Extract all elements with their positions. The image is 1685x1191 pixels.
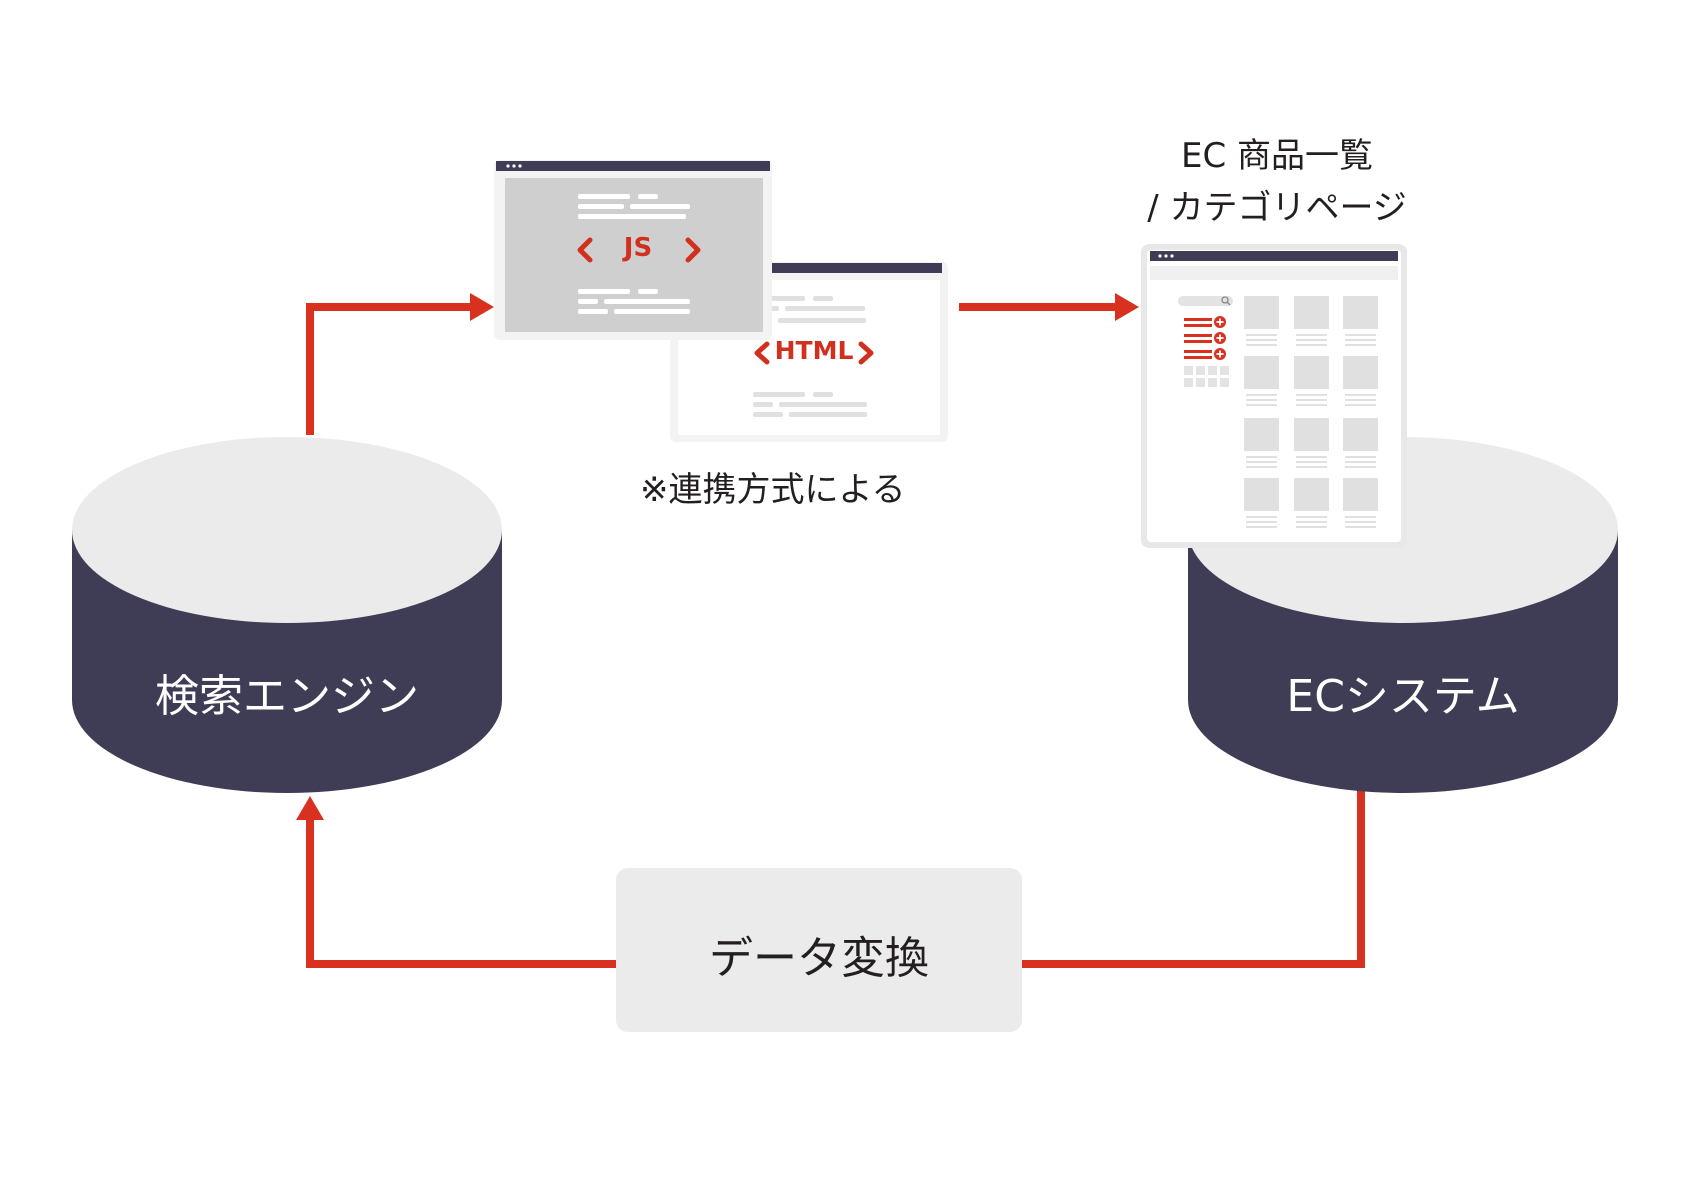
- product-text-line: [1296, 344, 1327, 346]
- product-text-line: [1246, 466, 1277, 468]
- product-text-line: [1345, 394, 1376, 396]
- chevron-right-icon: [858, 341, 874, 365]
- product-text-line: [1296, 394, 1327, 396]
- search-engine-label: 検索エンジン: [155, 671, 419, 722]
- data-conversion-box: [616, 868, 1022, 1032]
- product-image-placeholder: [1343, 418, 1378, 451]
- product-text-line: [1345, 344, 1376, 346]
- product-image-placeholder: [1294, 296, 1329, 329]
- arrowhead-to-integration: [470, 293, 494, 321]
- text-lines: [578, 194, 690, 314]
- product-text-line: [1246, 461, 1277, 463]
- product-text-line: [1345, 404, 1376, 406]
- product-text-line: [1345, 399, 1376, 401]
- product-text-line: [1296, 456, 1327, 458]
- product-text-line: [1296, 526, 1327, 528]
- arrow-search-to-integration: [306, 303, 470, 435]
- window-titlebar: [1150, 251, 1398, 261]
- product-text-line: [1246, 526, 1277, 528]
- product-card: [1244, 296, 1279, 346]
- product-text-line: [1296, 521, 1327, 523]
- product-text-line: [1296, 461, 1327, 463]
- product-text-line: [1246, 521, 1277, 523]
- product-text-line: [1246, 344, 1277, 346]
- product-text-line: [1345, 466, 1376, 468]
- product-text-line: [1345, 456, 1376, 458]
- chevron-left-icon: [754, 341, 770, 365]
- line-ec-to-conversion: [1022, 790, 1365, 968]
- product-text-line: [1296, 334, 1327, 336]
- product-text-line: [1345, 334, 1376, 336]
- chevron-left-icon: [577, 237, 593, 263]
- ec-system-label: ECシステム: [1286, 671, 1520, 722]
- search-bar: [1178, 296, 1233, 306]
- product-image-placeholder: [1343, 296, 1378, 329]
- product-image-placeholder: [1244, 418, 1279, 451]
- arrowhead-to-ec-page: [1115, 293, 1139, 321]
- product-card: [1294, 418, 1329, 468]
- chevron-right-icon: [685, 237, 701, 263]
- ec-page-title-line2: / カテゴリページ: [1147, 188, 1407, 228]
- product-text-line: [1246, 334, 1277, 336]
- product-card: [1244, 418, 1279, 468]
- product-card: [1343, 296, 1378, 346]
- arrow-conversion-to-search: [306, 820, 616, 968]
- color-swatches: [1184, 366, 1229, 387]
- product-text-line: [1246, 404, 1277, 406]
- product-card: [1244, 478, 1279, 528]
- product-text-line: [1246, 516, 1277, 518]
- product-text-line: [1296, 399, 1327, 401]
- product-card: [1343, 356, 1378, 406]
- data-conversion-label: データ変換: [709, 933, 929, 984]
- product-text-line: [1345, 461, 1376, 463]
- product-image-placeholder: [1244, 356, 1279, 389]
- product-image-placeholder: [1343, 478, 1378, 511]
- product-text-line: [1296, 404, 1327, 406]
- arrowhead-to-search-engine: [296, 796, 324, 820]
- window-titlebar: [676, 263, 942, 273]
- search-engine-cylinder: [72, 437, 502, 793]
- js-code-label: JS: [623, 233, 653, 263]
- product-text-line: [1246, 399, 1277, 401]
- product-text-line: [1246, 339, 1277, 341]
- product-text-line: [1296, 466, 1327, 468]
- js-window: [494, 160, 772, 340]
- ec-product-list-page: [1141, 244, 1407, 548]
- product-card: [1343, 418, 1378, 468]
- ec-page-title-line1: EC 商品一覧: [1180, 136, 1374, 176]
- product-grid: [1244, 296, 1378, 528]
- window-titlebar: [496, 161, 770, 171]
- product-card: [1343, 478, 1378, 528]
- product-text-line: [1246, 456, 1277, 458]
- search-icon: [1221, 296, 1231, 306]
- product-text-line: [1246, 394, 1277, 396]
- product-image-placeholder: [1294, 478, 1329, 511]
- product-text-line: [1345, 339, 1376, 341]
- connectors: [296, 293, 1365, 968]
- html-code-label: HTML: [774, 336, 854, 365]
- product-card: [1244, 356, 1279, 406]
- integration-note: ※連携方式による: [640, 470, 906, 510]
- product-image-placeholder: [1244, 296, 1279, 329]
- product-text-line: [1345, 521, 1376, 523]
- product-text-line: [1296, 339, 1327, 341]
- product-card: [1294, 478, 1329, 528]
- product-image-placeholder: [1294, 418, 1329, 451]
- product-image-placeholder: [1244, 478, 1279, 511]
- product-text-line: [1345, 526, 1376, 528]
- cylinder-top: [72, 437, 502, 623]
- product-text-line: [1345, 516, 1376, 518]
- product-image-placeholder: [1294, 356, 1329, 389]
- product-image-placeholder: [1343, 356, 1378, 389]
- product-card: [1294, 356, 1329, 406]
- filter-list: [1184, 316, 1226, 360]
- product-card: [1294, 296, 1329, 346]
- product-text-line: [1296, 516, 1327, 518]
